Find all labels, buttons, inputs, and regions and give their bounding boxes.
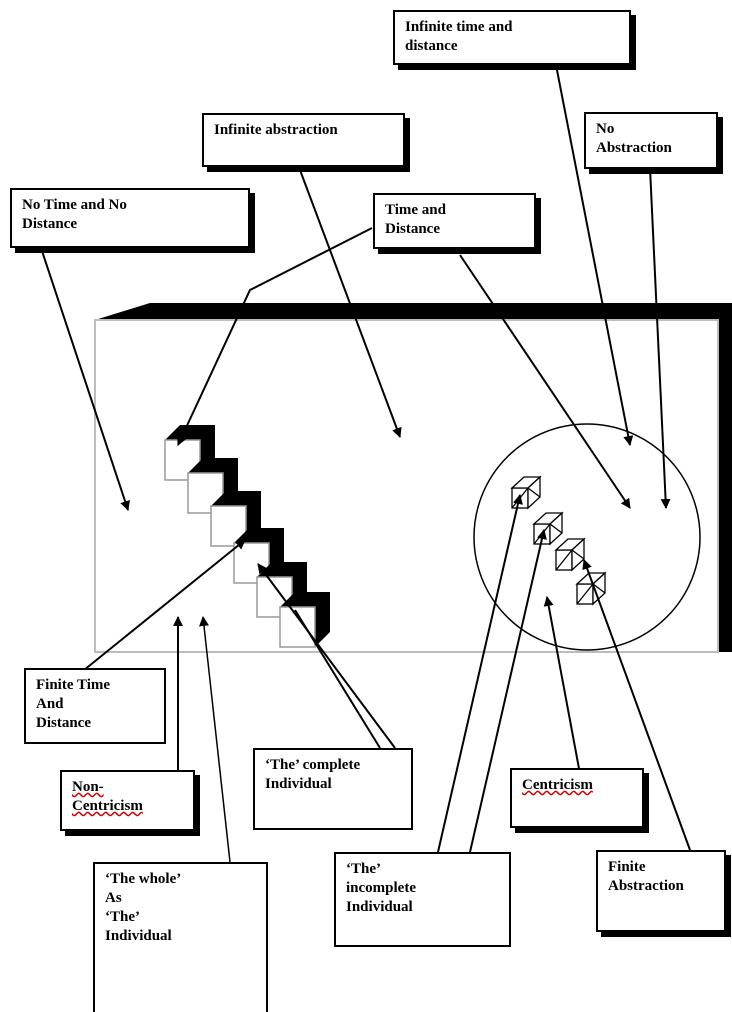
label-centricism: Centricism xyxy=(510,768,644,828)
arrow-whole-as-individual xyxy=(199,616,231,863)
label-whole-as-individual: ‘The whole’ As ‘The’ Individual xyxy=(93,862,268,1012)
arrow-incomplete-individual-a xyxy=(437,494,523,853)
arrow-infinite-abstraction xyxy=(299,169,402,438)
label-non-centricism: Non- Centricism xyxy=(60,770,195,831)
arrow-finite-time-distance xyxy=(67,539,246,684)
label-infinite-time-distance: Infinite time and distance xyxy=(393,10,631,65)
wire-cube xyxy=(554,537,586,572)
arrow-centricism xyxy=(543,596,584,791)
arrow-complete-individual-a xyxy=(257,563,396,749)
label-finite-abstraction: Finite Abstraction xyxy=(596,850,726,932)
label-infinite-abstraction: Infinite abstraction xyxy=(202,113,405,167)
arrow-time-and-distance xyxy=(177,227,373,446)
connectors xyxy=(39,64,691,863)
label-no-abstraction: No Abstraction xyxy=(584,112,718,169)
cube xyxy=(279,592,330,648)
arrow-finite-abstraction xyxy=(582,559,691,851)
non-centricism-text: Non- Centricism xyxy=(72,779,143,814)
arrow-incomplete-individual-b xyxy=(469,529,547,853)
label-time-and-distance: Time and Distance xyxy=(373,193,536,249)
arrow-complete-individual-b xyxy=(294,609,381,749)
arrow-no-abstraction xyxy=(649,167,671,509)
label-no-time-no-distance: No Time and No Distance xyxy=(10,188,250,248)
arrow-infinite-time-distance xyxy=(555,64,634,446)
label-complete-individual: ‘The’ complete Individual xyxy=(253,748,413,830)
label-finite-time-distance: Finite Time And Distance xyxy=(24,668,166,744)
centricism-text: Centricism xyxy=(522,777,593,793)
arrow-no-time-no-distance xyxy=(39,244,130,511)
centricism-circle xyxy=(473,423,701,651)
arrow-time-and-distance-circle xyxy=(459,254,631,509)
label-incomplete-individual: ‘The’ incomplete Individual xyxy=(334,852,511,947)
